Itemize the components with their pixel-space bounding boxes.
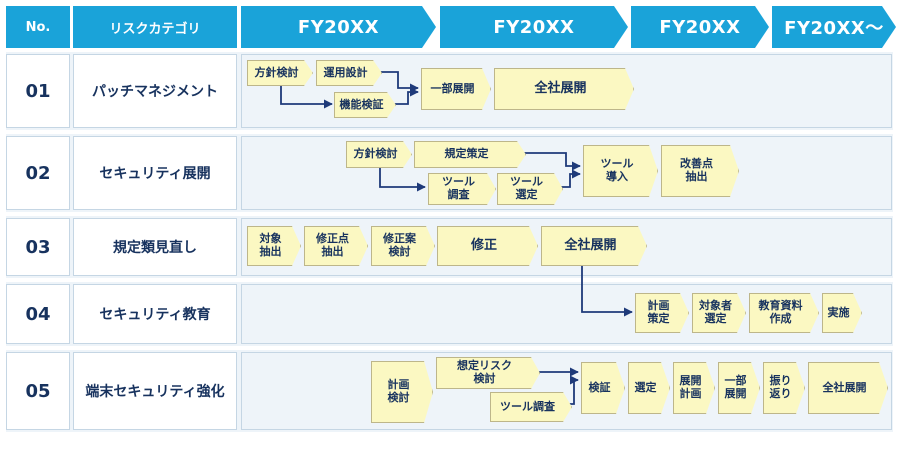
header-period-3: FY20XX — [631, 6, 769, 48]
task-box: 修正点 抽出 — [304, 226, 368, 266]
task-box: 修正 — [437, 226, 538, 266]
task-box: ツール 調査 — [428, 173, 496, 205]
task-box: 実施 — [822, 293, 862, 333]
row-category: セキュリティ教育 — [73, 284, 237, 344]
row-category: 端末セキュリティ強化 — [73, 352, 237, 430]
row-number: 01 — [6, 54, 70, 128]
row-number: 04 — [6, 284, 70, 344]
task-box: 展開 計画 — [673, 362, 715, 414]
task-box: 一部展開 — [421, 68, 491, 110]
header-no: No. — [6, 6, 70, 48]
task-box: 計画 策定 — [635, 293, 689, 333]
task-box: 想定リスク 検討 — [436, 357, 540, 389]
task-box: 全社展開 — [494, 68, 634, 110]
task-box: 全社展開 — [541, 226, 647, 266]
row-category: パッチマネジメント — [73, 54, 237, 128]
row-category: 規定類見直し — [73, 218, 237, 276]
task-box: 機能検証 — [334, 92, 396, 118]
header-period-2: FY20XX — [440, 6, 628, 48]
task-box: ツール 選定 — [497, 173, 563, 205]
task-box: ツール調査 — [490, 392, 572, 422]
row-category: セキュリティ展開 — [73, 136, 237, 210]
task-box: 改善点 抽出 — [661, 145, 739, 197]
task-box: 振り 返り — [763, 362, 805, 414]
task-box: 教育資料 作成 — [749, 293, 819, 333]
task-box: 選定 — [628, 362, 670, 414]
task-box: ツール 導入 — [583, 145, 658, 197]
task-box: 計画 検討 — [371, 361, 433, 423]
task-box: 対象者 選定 — [692, 293, 746, 333]
task-box: 規定策定 — [414, 141, 526, 168]
row-number: 03 — [6, 218, 70, 276]
row-number: 02 — [6, 136, 70, 210]
timeline-area — [241, 136, 892, 210]
task-box: 全社展開 — [808, 362, 888, 414]
header-period-1: FY20XX — [241, 6, 436, 48]
header-period-4: FY20XX～ — [772, 6, 896, 48]
task-box: 運用設計 — [316, 60, 382, 86]
header-category: リスクカテゴリ — [73, 6, 237, 48]
task-box: 検証 — [581, 362, 625, 414]
task-box: 対象 抽出 — [247, 226, 301, 266]
task-box: 方針検討 — [247, 60, 313, 86]
task-box: 方針検討 — [346, 141, 412, 168]
task-box: 一部 展開 — [718, 362, 760, 414]
task-box: 修正案 検討 — [371, 226, 435, 266]
row-number: 05 — [6, 352, 70, 430]
